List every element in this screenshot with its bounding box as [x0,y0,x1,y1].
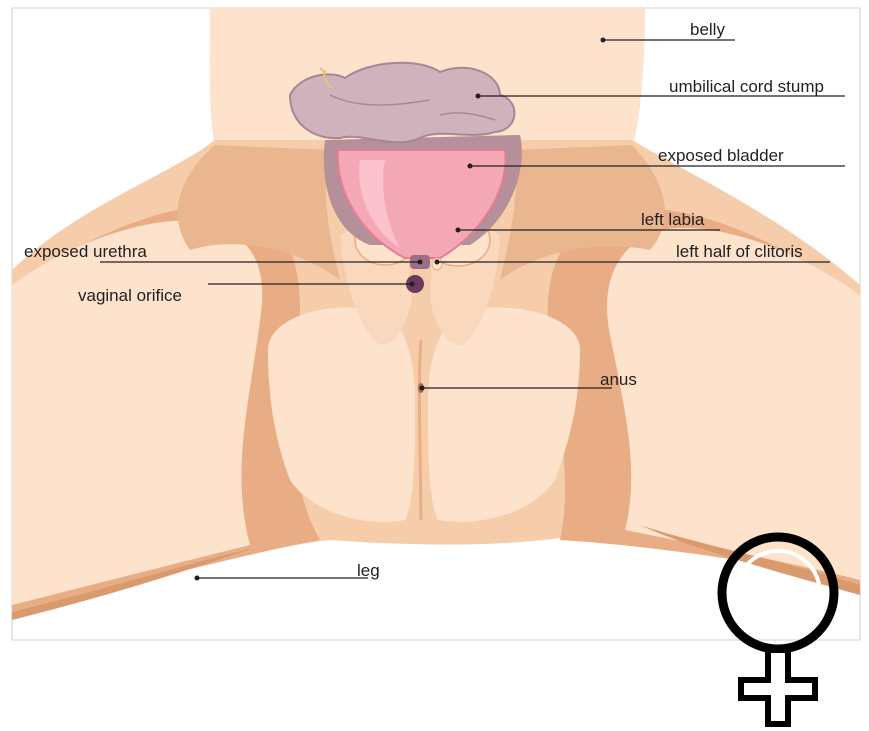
left-leg-highlight [12,221,262,605]
label-belly: belly [690,20,725,40]
label-exposed-bladder: exposed bladder [658,146,784,166]
label-umbilical-cord-stump: umbilical cord stump [669,77,824,97]
gluteal-cleft [419,340,421,520]
label-left-labia: left labia [641,210,704,230]
label-vaginal-orifice: vaginal orifice [78,286,182,306]
label-exposed-urethra: exposed urethra [24,242,147,262]
label-left-half-of-clitoris: left half of clitoris [676,242,803,262]
label-anus: anus [600,370,637,390]
label-leg: leg [357,561,380,581]
